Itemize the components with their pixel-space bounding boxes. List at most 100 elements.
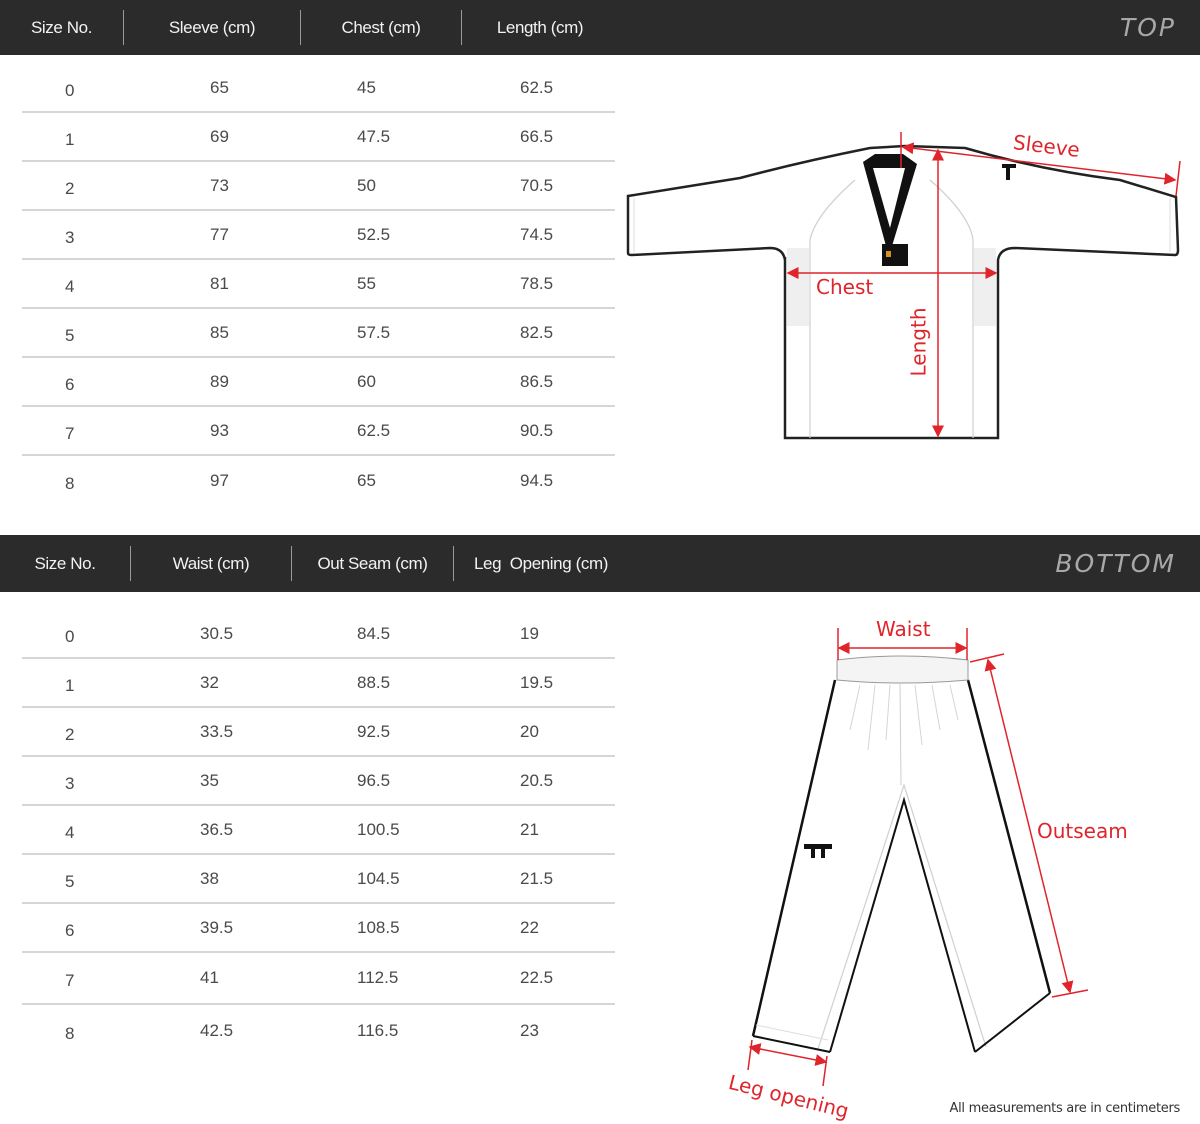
table-row: 2 33.5 92.5 20 xyxy=(22,708,615,757)
cell-size: 3 xyxy=(65,773,75,793)
cell-chest: 47.5 xyxy=(357,126,391,146)
cell-length: 78.5 xyxy=(520,273,554,293)
table-row: 0 30.5 84.5 19 xyxy=(22,610,615,659)
col-header-leg-opening: Leg Opening (cm) xyxy=(474,553,608,573)
header-divider xyxy=(300,10,301,45)
label-outseam: Outseam xyxy=(1037,819,1128,843)
cell-leg-opening: 23 xyxy=(520,1021,539,1040)
table-row: 3 77 52.5 74.5 xyxy=(22,211,615,260)
cell-length: 66.5 xyxy=(520,126,554,146)
cell-chest: 55 xyxy=(357,273,376,293)
cell-length: 70.5 xyxy=(520,175,554,195)
col-header-size: Size No. xyxy=(30,17,93,37)
cell-waist: 41 xyxy=(200,968,219,987)
cell-size: 8 xyxy=(65,1024,75,1043)
cell-chest: 62.5 xyxy=(357,420,391,440)
cell-size: 0 xyxy=(65,80,75,100)
table-row: 7 41 112.5 22.5 xyxy=(22,953,615,1005)
cell-outseam: 108.5 xyxy=(357,917,400,937)
cell-length: 74.5 xyxy=(520,224,554,244)
pants-icon xyxy=(747,628,1089,1087)
cell-outseam: 112.5 xyxy=(357,968,399,987)
col-header-chest: Chest (cm) xyxy=(341,17,421,37)
cell-sleeve: 65 xyxy=(210,77,229,97)
table-row: 5 38 104.5 21.5 xyxy=(22,855,615,904)
col-header-outseam: Out Seam (cm) xyxy=(317,553,428,573)
cell-size: 2 xyxy=(65,178,75,198)
section-label-bottom: BOTTOM xyxy=(1055,549,1176,578)
cell-size: 5 xyxy=(65,325,75,345)
section-label-top: TOP xyxy=(1119,13,1176,42)
cell-outseam: 84.5 xyxy=(357,623,391,643)
cell-size: 2 xyxy=(65,724,75,744)
label-chest: Chest xyxy=(816,275,874,299)
cell-outseam: 100.5 xyxy=(357,819,400,839)
cell-waist: 42.5 xyxy=(200,1021,234,1040)
table-row: 5 85 57.5 82.5 xyxy=(22,309,615,358)
cell-leg-opening: 19 xyxy=(520,623,539,643)
cell-size: 6 xyxy=(65,374,75,394)
cell-size: 4 xyxy=(65,822,75,842)
cell-leg-opening: 19.5 xyxy=(520,672,554,692)
cell-length: 94.5 xyxy=(520,470,554,490)
label-waist: Waist xyxy=(876,617,931,641)
cell-size: 6 xyxy=(65,920,75,940)
cell-chest: 60 xyxy=(357,371,376,391)
cell-waist: 32 xyxy=(200,672,219,692)
jacket-icon xyxy=(626,132,1181,440)
table-row: 4 36.5 100.5 21 xyxy=(22,806,615,855)
header-divider xyxy=(461,10,462,45)
cell-sleeve: 89 xyxy=(210,371,229,391)
cell-size: 7 xyxy=(65,971,75,990)
cell-size: 4 xyxy=(65,276,75,296)
table-row: 4 81 55 78.5 xyxy=(22,260,615,309)
cell-waist: 35 xyxy=(200,770,219,790)
cell-size: 5 xyxy=(65,871,75,891)
bottom-size-table: 0 30.5 84.5 19 1 32 88.5 19.5 2 33.5 92.… xyxy=(22,610,615,1057)
table-row: 6 89 60 86.5 xyxy=(22,358,615,407)
table-row: 2 73 50 70.5 xyxy=(22,162,615,211)
cell-outseam: 88.5 xyxy=(357,672,391,692)
cell-size: 0 xyxy=(65,626,75,646)
col-header-size: Size No. xyxy=(34,553,96,573)
bottom-table-header: Size No. Waist (cm) Out Seam (cm) Leg Op… xyxy=(0,535,1200,592)
table-row: 7 93 62.5 90.5 xyxy=(22,407,615,456)
cell-size: 1 xyxy=(65,129,75,149)
top-table-header: Size No. Sleeve (cm) Chest (cm) Length (… xyxy=(0,0,1200,55)
table-row: 6 39.5 108.5 22 xyxy=(22,904,615,953)
cell-sleeve: 85 xyxy=(210,322,229,342)
jacket-diagram: Sleeve Chest Length xyxy=(620,120,1200,450)
cell-sleeve: 69 xyxy=(210,126,229,146)
cell-length: 90.5 xyxy=(520,420,554,440)
cell-waist: 39.5 xyxy=(200,917,234,937)
cell-length: 86.5 xyxy=(520,371,554,391)
cell-sleeve: 93 xyxy=(210,420,229,440)
cell-leg-opening: 20 xyxy=(520,721,539,741)
pants-diagram: Waist Outseam Leg opening xyxy=(700,600,1180,1123)
col-header-waist: Waist (cm) xyxy=(172,553,250,573)
label-length: Length xyxy=(906,307,931,377)
col-header-length: Length (cm) xyxy=(496,17,584,37)
table-row: 1 69 47.5 66.5 xyxy=(22,113,615,162)
cell-chest: 52.5 xyxy=(357,224,391,244)
table-row: 1 32 88.5 19.5 xyxy=(22,659,615,708)
cell-waist: 36.5 xyxy=(200,819,234,839)
table-row: 8 97 65 94.5 xyxy=(22,456,615,505)
cell-chest: 50 xyxy=(357,175,376,195)
cell-sleeve: 77 xyxy=(210,224,229,244)
cell-sleeve: 97 xyxy=(210,470,229,490)
cell-waist: 38 xyxy=(200,868,219,888)
cell-length: 62.5 xyxy=(520,77,554,97)
cell-size: 7 xyxy=(65,423,75,443)
header-divider xyxy=(453,546,454,581)
cell-chest: 57.5 xyxy=(357,322,391,342)
cell-chest: 45 xyxy=(357,77,376,97)
cell-length: 82.5 xyxy=(520,322,554,342)
cell-outseam: 116.5 xyxy=(357,1021,399,1040)
cell-outseam: 92.5 xyxy=(357,721,391,741)
cell-leg-opening: 21 xyxy=(520,819,539,839)
cell-size: 8 xyxy=(65,473,75,493)
table-row: 3 35 96.5 20.5 xyxy=(22,757,615,806)
cell-waist: 30.5 xyxy=(200,623,234,643)
footnote: All measurements are in centimeters xyxy=(949,1101,1181,1116)
